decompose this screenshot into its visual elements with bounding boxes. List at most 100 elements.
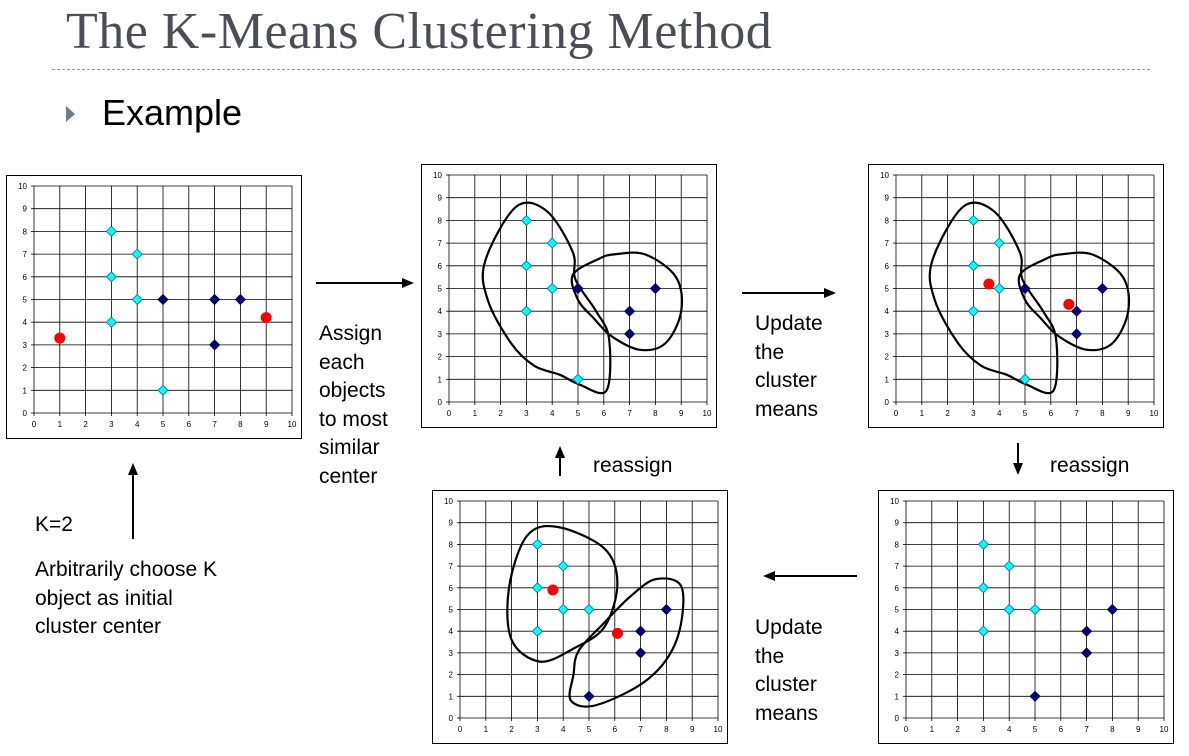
x-tick-label: 5 <box>1033 725 1038 734</box>
data-point-light <box>557 560 569 572</box>
x-tick-label: 7 <box>212 420 217 429</box>
data-point-light <box>1003 560 1015 572</box>
y-tick-label: 6 <box>895 584 900 593</box>
y-tick-label: 6 <box>885 262 890 271</box>
data-point-dark <box>234 293 246 306</box>
y-tick-label: 3 <box>895 649 900 658</box>
x-tick-label: 6 <box>1049 409 1054 418</box>
data-point-dark <box>1096 282 1108 295</box>
x-tick-label: 5 <box>576 409 581 418</box>
data-point-light <box>520 305 532 317</box>
cluster-center-point <box>611 627 623 639</box>
y-tick-label: 4 <box>438 307 443 316</box>
x-tick-label: 0 <box>904 725 909 734</box>
data-point-light <box>520 214 532 226</box>
data-point-dark <box>624 305 636 317</box>
x-tick-label: 0 <box>894 409 899 418</box>
data-point-light <box>531 582 543 594</box>
data-point-dark <box>624 328 636 340</box>
x-tick-label: 4 <box>561 725 566 734</box>
data-point-dark <box>635 625 647 637</box>
x-tick-label: 2 <box>955 725 960 734</box>
cluster-center-point <box>983 278 995 290</box>
y-tick-label: 8 <box>449 540 454 549</box>
data-point-dark <box>572 282 584 295</box>
x-tick-label: 5 <box>587 725 592 734</box>
y-tick-label: 9 <box>23 205 28 214</box>
caption-k: K=2 <box>35 513 73 536</box>
x-tick-label: 10 <box>1160 725 1169 734</box>
data-point-light <box>977 625 989 637</box>
y-tick-label: 8 <box>895 540 900 549</box>
x-tick-label: 8 <box>238 420 243 429</box>
y-tick-label: 5 <box>23 296 28 305</box>
slide-title: The K-Means Clustering Method <box>66 3 773 60</box>
y-tick-label: 10 <box>18 182 27 191</box>
data-point-dark <box>209 293 221 306</box>
x-tick-label: 8 <box>653 409 658 418</box>
x-tick-label: 9 <box>264 420 269 429</box>
x-tick-label: 4 <box>1007 725 1012 734</box>
y-tick-label: 0 <box>438 398 443 407</box>
x-tick-label: 10 <box>288 420 297 429</box>
y-tick-label: 8 <box>438 216 443 225</box>
x-tick-label: 3 <box>524 409 529 418</box>
y-tick-label: 1 <box>449 692 454 701</box>
bullet-text: Example <box>102 92 243 133</box>
y-tick-label: 6 <box>23 273 28 282</box>
y-tick-label: 3 <box>885 330 890 339</box>
cluster-outline <box>568 577 685 708</box>
x-tick-label: 9 <box>1126 409 1131 418</box>
y-tick-label: 10 <box>444 497 453 506</box>
data-point-dark <box>660 603 672 616</box>
data-point-light <box>531 625 543 637</box>
y-tick-label: 0 <box>449 714 454 723</box>
x-tick-label: 0 <box>458 725 463 734</box>
data-point-light <box>1019 373 1031 385</box>
y-tick-label: 7 <box>449 562 454 571</box>
y-tick-label: 2 <box>449 671 454 680</box>
arrow-up-icon <box>555 446 565 476</box>
x-tick-label: 7 <box>1084 725 1089 734</box>
y-tick-label: 4 <box>23 318 28 327</box>
arrow-right-icon <box>742 288 836 298</box>
x-tick-label: 2 <box>498 409 503 418</box>
x-tick-label: 9 <box>1136 725 1141 734</box>
x-tick-label: 6 <box>1059 725 1064 734</box>
caption-reassign-left: reassign <box>593 454 673 477</box>
y-tick-label: 10 <box>890 497 899 506</box>
caption-update-bottom: Update the cluster means <box>755 616 823 725</box>
data-point-light <box>977 538 989 550</box>
x-tick-label: 6 <box>613 725 618 734</box>
x-tick-label: 2 <box>509 725 514 734</box>
data-point-dark <box>1081 647 1093 659</box>
data-point-dark <box>1029 690 1041 702</box>
y-tick-label: 1 <box>885 375 890 384</box>
cluster-outline <box>1017 251 1131 352</box>
data-point-dark <box>649 282 661 295</box>
y-tick-label: 4 <box>885 307 890 316</box>
y-tick-label: 1 <box>895 692 900 701</box>
y-tick-label: 8 <box>885 216 890 225</box>
x-tick-label: 10 <box>714 725 723 734</box>
y-tick-label: 0 <box>895 714 900 723</box>
y-tick-label: 7 <box>438 239 443 248</box>
x-tick-label: 9 <box>690 725 695 734</box>
x-tick-label: 7 <box>627 409 632 418</box>
data-point-dark <box>1071 305 1083 317</box>
cluster-outline <box>570 251 684 352</box>
data-point-light <box>1003 603 1015 616</box>
data-point-dark <box>583 690 595 702</box>
x-tick-label: 6 <box>602 409 607 418</box>
cluster-center-point <box>54 332 66 344</box>
x-tick-label: 8 <box>664 725 669 734</box>
x-tick-label: 7 <box>638 725 643 734</box>
arrow-up-icon <box>128 463 138 539</box>
data-point-dark <box>1071 328 1083 340</box>
data-point-light <box>546 237 558 249</box>
x-tick-label: 4 <box>997 409 1002 418</box>
